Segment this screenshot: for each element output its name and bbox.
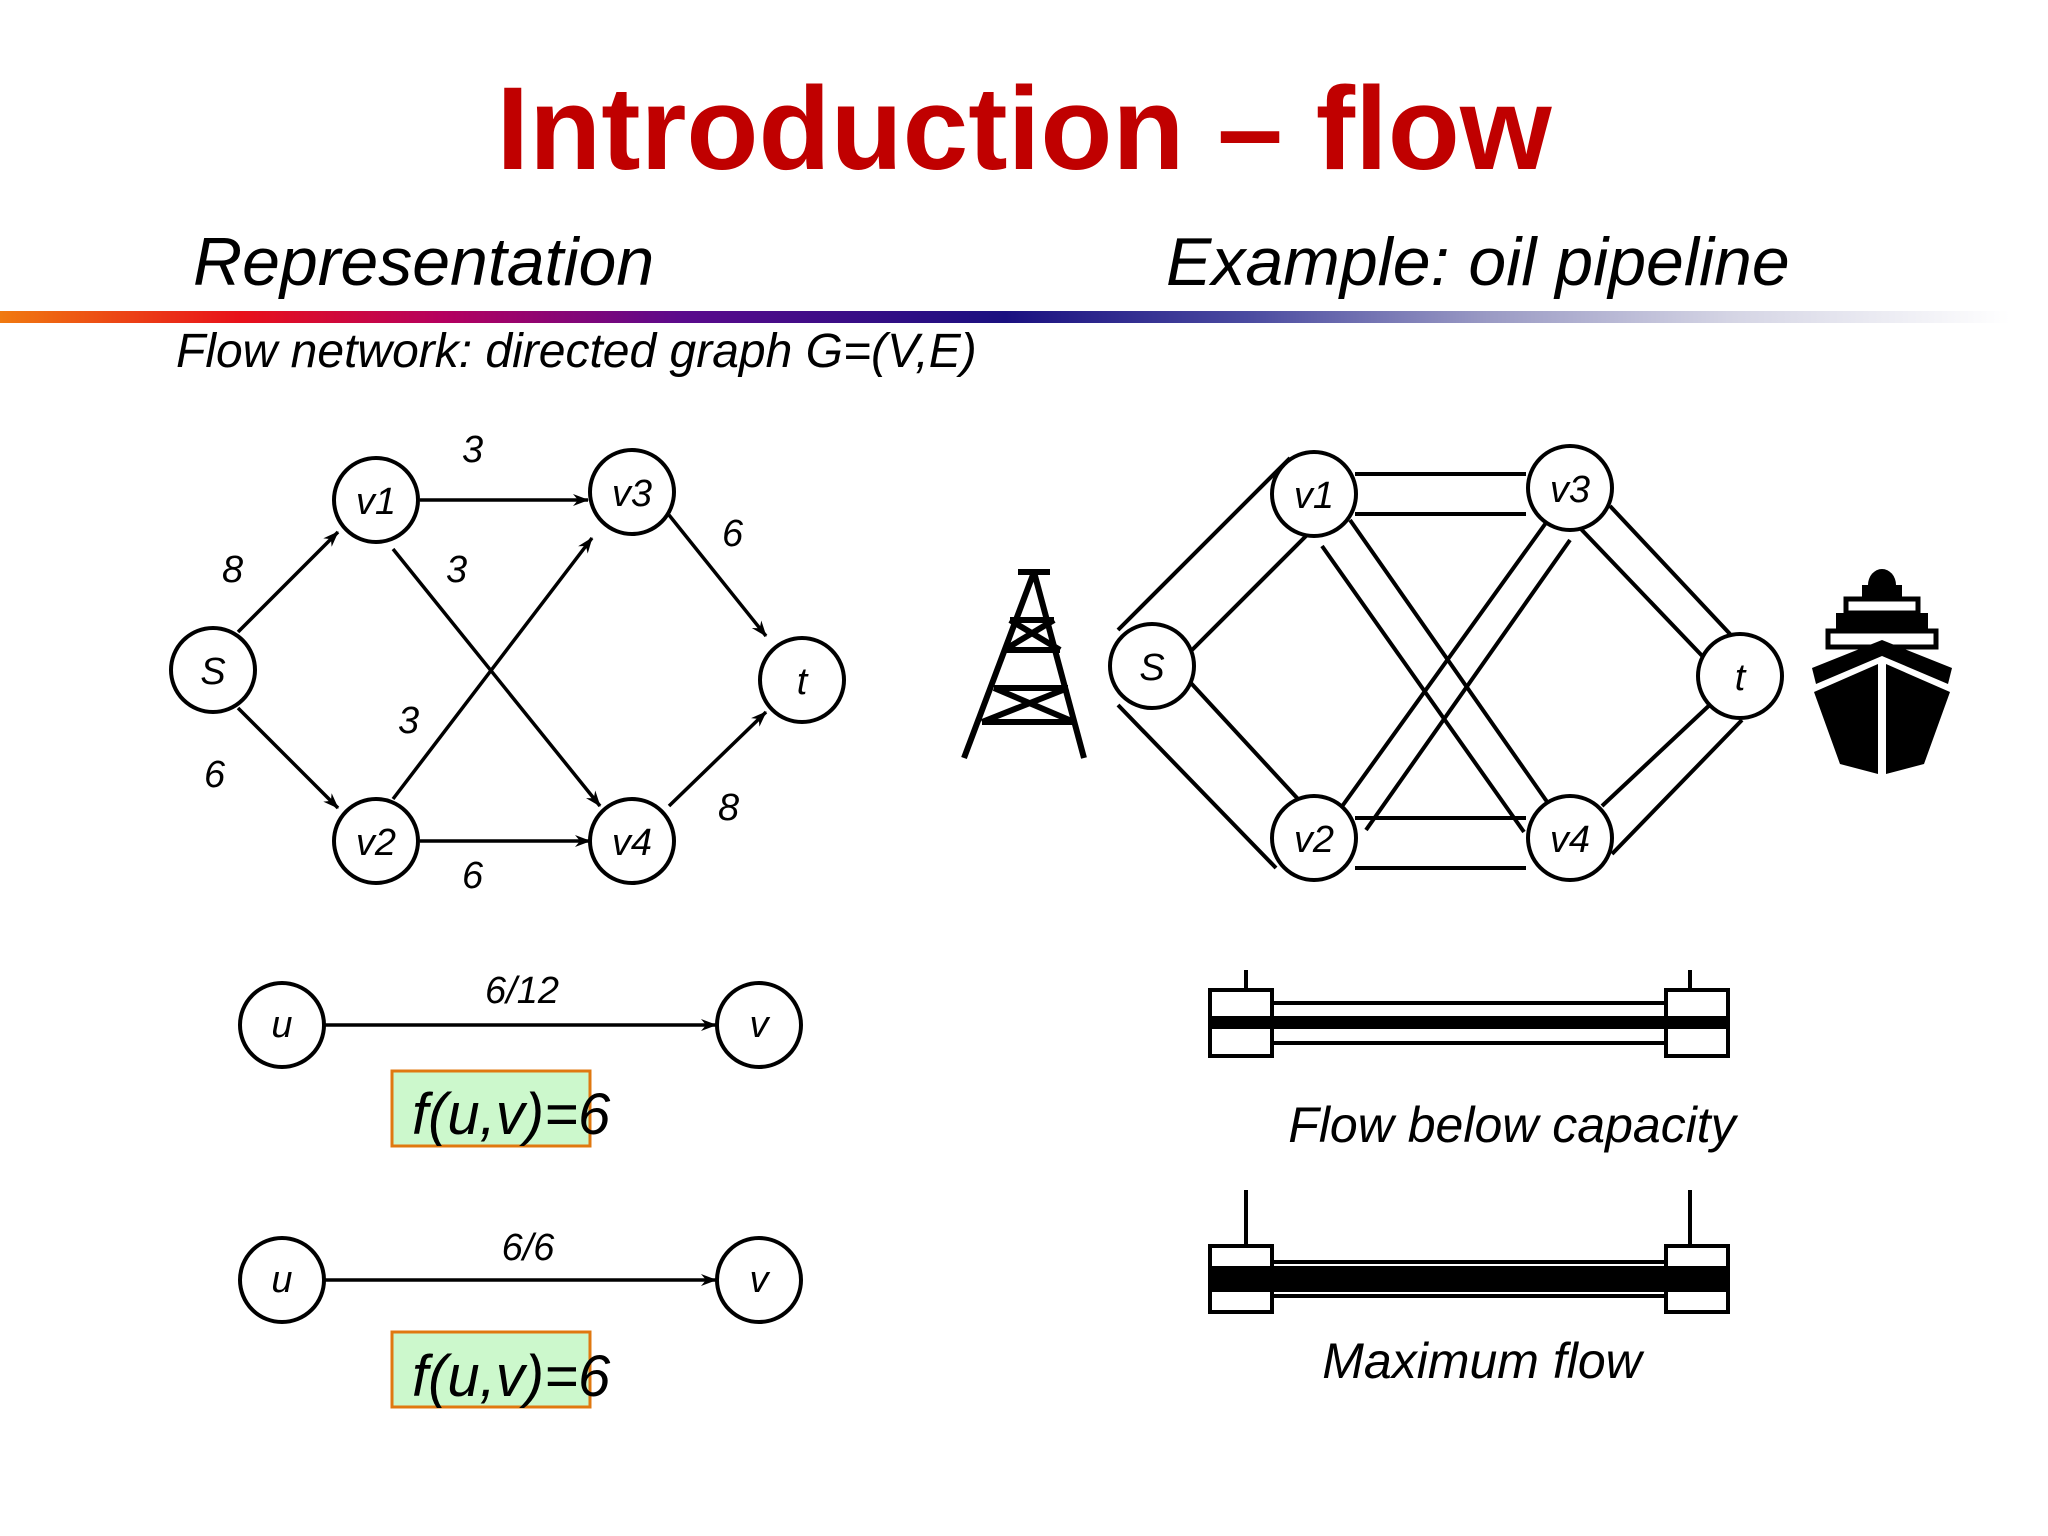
node-v3 [588, 448, 676, 536]
pipeline-node-t-label: t [1735, 657, 1747, 699]
edge-v2-v3 [391, 536, 594, 801]
gradient-divider [0, 311, 2010, 323]
example2-node-u-label: u [271, 1259, 292, 1301]
pipeline-node-v1-label: v1 [1294, 475, 1334, 517]
example2-node-v-label: v [750, 1259, 771, 1301]
pipeline-node-v2 [1270, 794, 1358, 882]
example1-formula-box [390, 1069, 592, 1148]
pipeline-node-v3-label: v3 [1550, 469, 1590, 511]
node-v2-label: v2 [356, 822, 396, 864]
left-heading: Representation [193, 224, 655, 300]
example1-node-u [238, 981, 326, 1069]
pipe-maximum-flow [1208, 1190, 1730, 1314]
pipeline-node-v4 [1526, 794, 1614, 882]
cap-s-v2: 6 [204, 754, 226, 796]
pipe-below-capacity [1208, 970, 1730, 1058]
pipeline-network: S v1 v2 v3 v4 t [1108, 444, 1784, 882]
cap-v2-v3: 3 [398, 700, 419, 742]
pipeline-node-v1 [1270, 450, 1358, 538]
node-s [169, 626, 257, 714]
example2-node-u [238, 1236, 326, 1324]
cap-v1-v3: 3 [462, 429, 483, 471]
node-s-label: S [200, 651, 225, 693]
pipeline-node-v2-label: v2 [1294, 819, 1334, 861]
example1-formula: f(u,v)=6 [412, 1082, 611, 1147]
example2-node-v [715, 1236, 803, 1324]
ship-icon [1812, 569, 1952, 774]
node-v4 [588, 797, 676, 885]
node-v3-label: v3 [612, 473, 652, 515]
node-v1 [332, 456, 420, 544]
example2-edge-label: 6/6 [502, 1227, 556, 1269]
edge-v4-t [667, 710, 768, 808]
cap-v1-v4: 3 [446, 549, 467, 591]
example1-node-u-label: u [271, 1004, 292, 1046]
caption-below-capacity: Flow below capacity [1288, 1097, 1738, 1153]
node-t [758, 636, 846, 724]
example2-formula: f(u,v)=6 [412, 1344, 611, 1409]
example1-node-v [715, 981, 803, 1069]
cap-v4-t: 8 [718, 787, 739, 829]
pipeline-node-t [1696, 632, 1784, 720]
edge-v1-v4 [391, 547, 602, 808]
example1-node-v-label: v [750, 1004, 771, 1046]
example2-formula-box [390, 1330, 592, 1409]
edge-s-v1 [236, 530, 340, 634]
node-v2 [332, 797, 420, 885]
slide-title: Introduction – flow [496, 63, 1552, 195]
node-t-label: t [797, 661, 809, 703]
edge-s-v2 [236, 706, 340, 810]
node-v1-label: v1 [356, 481, 396, 523]
example1-edge-label: 6/12 [485, 970, 559, 1012]
example-edge-below-capacity: 6/12 u v f(u,v)=6 [238, 970, 803, 1148]
cap-v2-v4: 6 [462, 855, 484, 897]
flow-network-subheading: Flow network: directed graph G=(V,E) [176, 325, 977, 378]
right-heading: Example: oil pipeline [1166, 224, 1790, 300]
pipeline-node-v3 [1526, 444, 1614, 532]
pipeline-node-s [1108, 622, 1196, 710]
oil-derrick-icon [961, 569, 1087, 760]
flow-network-graph: 8 6 3 3 3 6 6 8 S v1 v2 v3 v4 t [169, 429, 846, 897]
caption-maximum-flow: Maximum flow [1322, 1333, 1644, 1389]
pipeline-node-s-label: S [1139, 647, 1164, 689]
node-v4-label: v4 [612, 822, 652, 864]
cap-s-v1: 8 [222, 549, 243, 591]
cap-v3-t: 6 [722, 513, 744, 555]
example-edge-at-capacity: 6/6 u v f(u,v)=6 [238, 1227, 803, 1409]
pipeline-pipes [1116, 456, 1744, 870]
pipeline-node-v4-label: v4 [1550, 819, 1590, 861]
edge-v3-t [667, 513, 768, 638]
